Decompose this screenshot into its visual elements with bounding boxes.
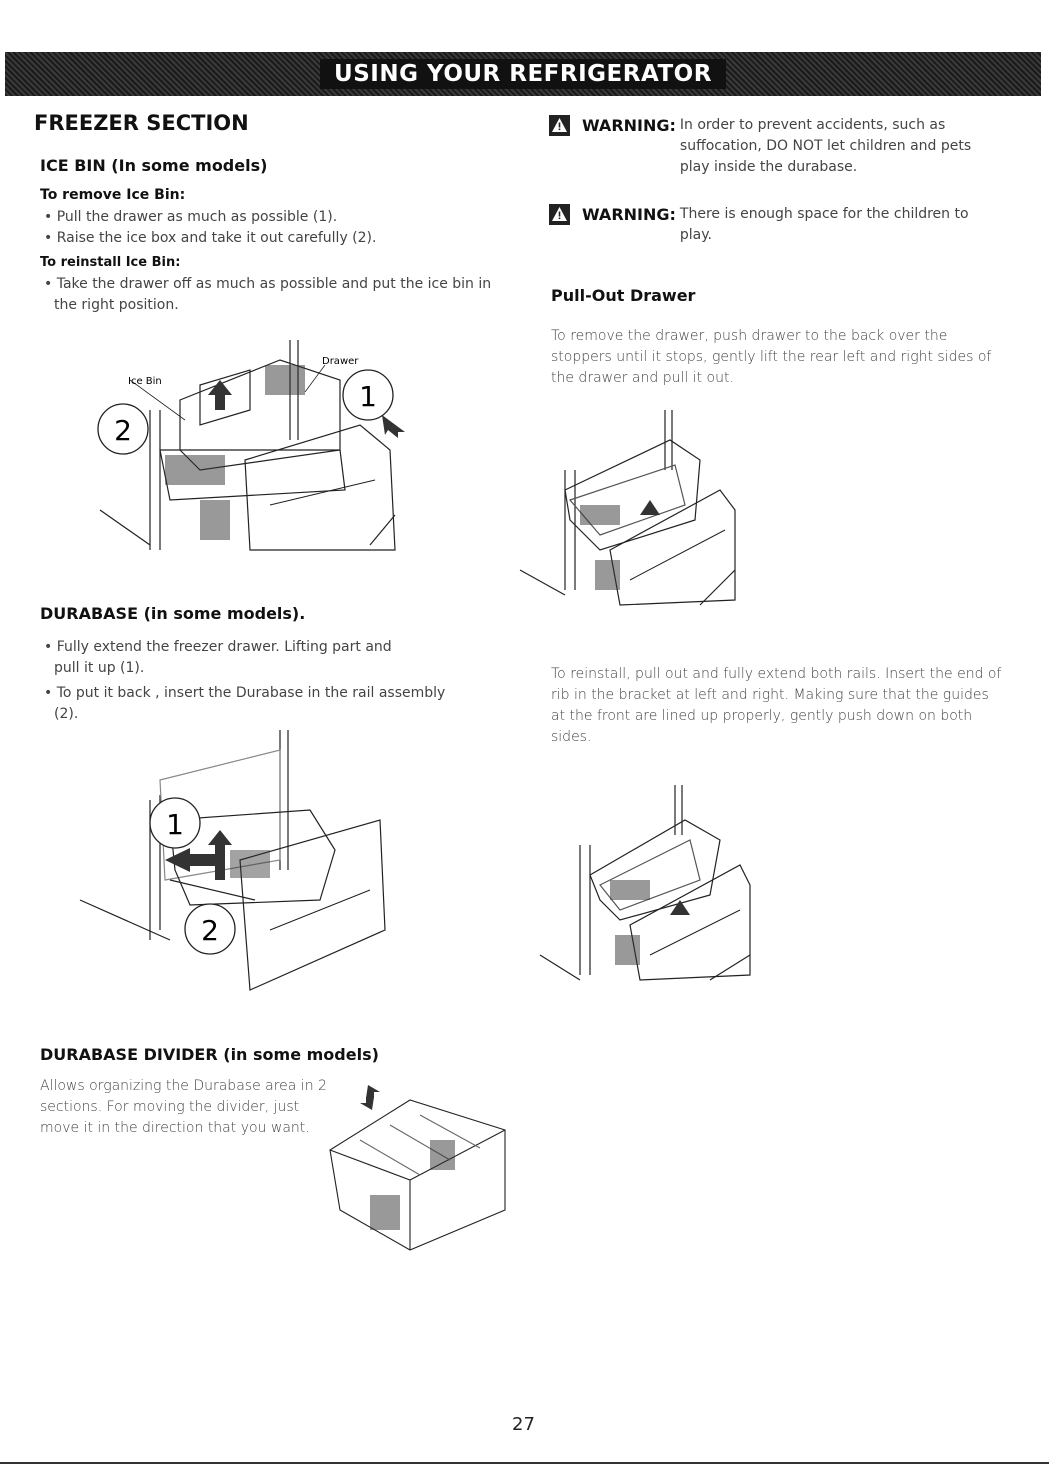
section-title: FREEZER SECTION bbox=[34, 111, 249, 135]
ice-bin-callout: Ice Bin bbox=[128, 376, 162, 387]
pullout-remove-text: To remove the drawer, push drawer to the… bbox=[551, 328, 992, 386]
pullout-title: Pull-Out Drawer bbox=[551, 286, 696, 305]
page-header-title: USING YOUR REFRIGERATOR bbox=[320, 59, 726, 89]
reinstall-step: • Take the drawer off as much as possibl… bbox=[44, 276, 492, 313]
warning-icon bbox=[549, 204, 570, 225]
durabase-step: • To put it back , insert the Durabase i… bbox=[44, 685, 446, 722]
warning-icon bbox=[549, 115, 570, 136]
figure-step-2-label: 2 bbox=[114, 414, 132, 447]
header-banner: USING YOUR REFRIGERATOR bbox=[5, 52, 1041, 96]
page-number: 27 bbox=[512, 1414, 535, 1435]
pullout-drawer-illustration bbox=[519, 410, 736, 606]
durabase-step: • Fully extend the freezer drawer. Lifti… bbox=[44, 639, 392, 676]
warning-2: WARNING: There is enough space for the c… bbox=[549, 204, 1009, 246]
remove-step: • Raise the ice box and take it out care… bbox=[44, 230, 377, 246]
warning-label: WARNING: bbox=[582, 116, 676, 135]
ice-bin-illustration: 1 2 Ice Bin Drawer bbox=[97, 340, 405, 551]
remove-ice-bin-title: To remove Ice Bin: bbox=[40, 187, 186, 203]
figure-step-2-label: 2 bbox=[201, 914, 219, 947]
divider-text: Allows organizing the Durabase area in 2… bbox=[40, 1078, 327, 1136]
figure-step-1-label: 1 bbox=[166, 808, 184, 841]
reinstall-ice-bin-title: To reinstall Ice Bin: bbox=[40, 255, 181, 270]
divider-title: DURABASE DIVIDER (in some models) bbox=[40, 1045, 379, 1064]
figure-step-1-label: 1 bbox=[359, 380, 377, 413]
warning-text: There is enough space for the children t… bbox=[679, 206, 969, 243]
warning-text: In order to prevent accidents, such as s… bbox=[679, 117, 972, 175]
warning-label: WARNING: bbox=[582, 205, 676, 224]
pullout-reinstall-text: To reinstall, pull out and fully extend … bbox=[551, 666, 1002, 745]
warning-1: WARNING: In order to prevent accidents, … bbox=[549, 115, 1009, 178]
divider-basket-illustration bbox=[329, 1085, 506, 1251]
durabase-title: DURABASE (in some models). bbox=[40, 604, 306, 623]
drawer-callout: Drawer bbox=[322, 356, 359, 367]
ice-bin-title: ICE BIN (In some models) bbox=[40, 156, 268, 175]
durabase-illustration: 1 2 bbox=[79, 730, 386, 991]
footer-rule bbox=[0, 1462, 1049, 1464]
pullout-reinstall-illustration bbox=[539, 785, 751, 981]
remove-step: • Pull the drawer as much as possible (1… bbox=[44, 209, 338, 225]
